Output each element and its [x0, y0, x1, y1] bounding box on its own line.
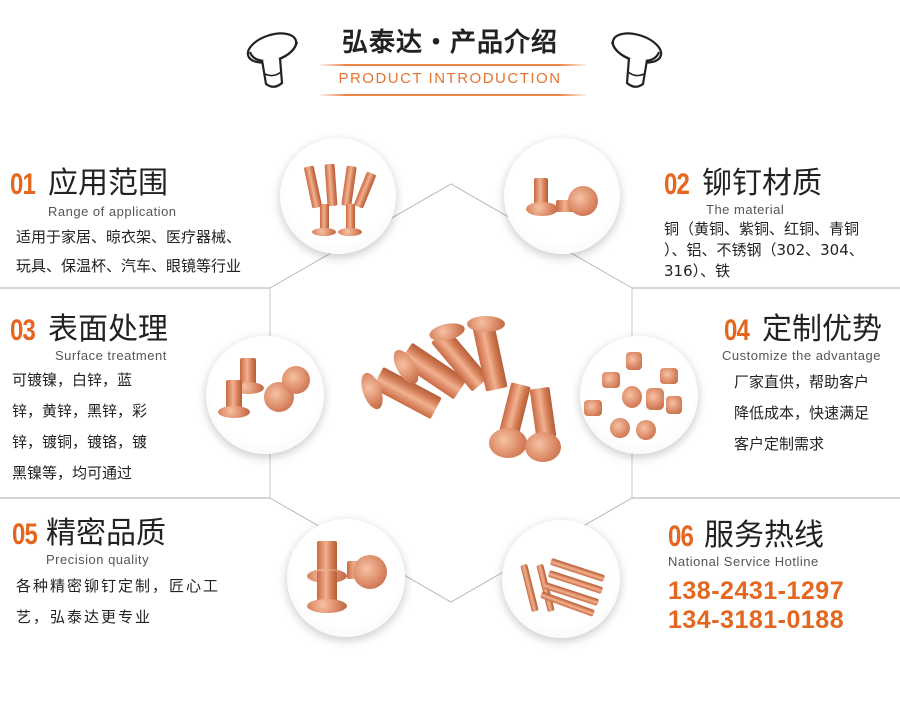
section-subtitle-en: Surface treatment — [55, 348, 167, 363]
page-subtitle: PRODUCT INTRODUCTION — [338, 70, 562, 87]
section-subtitle-en: The material — [706, 202, 785, 217]
section-text-line: 黑镍等，均可通过 — [12, 464, 133, 482]
rivet-sketch-icon-left — [242, 28, 306, 96]
section-text-line: 客户定制需求 — [734, 435, 825, 453]
section-text-line: 锌，镀铜，镀铬，镀 — [12, 433, 148, 451]
section-number: 02 — [664, 168, 690, 201]
section-number: 03 — [10, 314, 36, 347]
page-title: 弘泰达・产品介绍 — [341, 28, 558, 58]
tubular-rivets-photo — [287, 519, 405, 637]
section-text-line: 降低成本，快速满足 — [734, 404, 870, 422]
section-title: 精密品质 — [46, 516, 166, 551]
section-text-line: 可镀镍，白锌，蓝 — [12, 371, 133, 389]
section-title: 定制优势 — [762, 312, 882, 347]
section-title: 铆钉材质 — [702, 166, 822, 201]
section-text-line: 各种精密铆钉定制，匠心工 — [16, 577, 221, 595]
header-divider-bottom — [320, 94, 586, 96]
section-material: 02 铆钉材质 The material 铜（黄铜、紫铜、红铜、青铜 ）、铝、不… — [664, 166, 900, 282]
section-precision-quality: 05 精密品质 Precision quality 各种精密铆钉定制，匠心工 艺… — [12, 516, 272, 633]
round-head-rivets-photo — [504, 138, 620, 254]
hollow-flat-head-rivets-photo — [206, 336, 324, 454]
section-subtitle-en: Range of application — [48, 204, 177, 219]
section-application: 01 应用范围 Range of application 适用于家居、晾衣架、医… — [10, 166, 270, 281]
section-service-hotline: 06 服务热线 National Service Hotline 138-243… — [668, 518, 900, 635]
section-text-line: 厂家直供，帮助客户 — [734, 373, 870, 391]
section-text-line: 适用于家居、晾衣架、医疗器械、 — [16, 228, 242, 246]
hotline-phone-2[interactable]: 134-3181-0188 — [668, 606, 845, 634]
rivet-sketch-icon-right — [603, 28, 667, 96]
section-number: 01 — [10, 168, 36, 201]
section-title: 服务热线 — [704, 518, 824, 553]
hotline-phone-1[interactable]: 138-2431-1297 — [668, 577, 845, 605]
section-text-line: 铜（黄铜、紫铜、红铜、青铜 — [664, 220, 860, 238]
copper-rivets-center-photo — [355, 310, 561, 470]
section-text-line: 316）、铁 — [664, 262, 731, 280]
section-subtitle-en: Customize the advantage — [722, 348, 881, 363]
section-title: 表面处理 — [48, 312, 168, 347]
section-text-line: 锌，黄锌，黑锌，彩 — [12, 402, 148, 420]
section-subtitle-en: Precision quality — [46, 552, 150, 567]
section-text-line: ）、铝、不锈钢（302、304、 — [664, 241, 864, 259]
section-text-line: 艺，弘泰达更专业 — [16, 608, 153, 626]
section-surface-treatment: 03 表面处理 Surface treatment 可镀镍，白锌，蓝 锌，黄锌，… — [10, 312, 210, 489]
section-number: 05 — [12, 518, 38, 551]
section-number: 04 — [724, 314, 750, 347]
section-subtitle-en: National Service Hotline — [668, 554, 819, 569]
solid-rivets-photo — [502, 520, 620, 638]
section-title: 应用范围 — [48, 166, 168, 201]
step-rivets-photo — [580, 336, 698, 454]
header-divider-top — [320, 64, 586, 66]
semi-tubular-rivets-photo — [280, 138, 396, 254]
section-number: 06 — [668, 520, 694, 553]
section-text-line: 玩具、保温杯、汽车、眼镜等行业 — [16, 257, 242, 275]
section-customize: 04 定制优势 Customize the advantage 厂家直供，帮助客… — [720, 312, 900, 460]
